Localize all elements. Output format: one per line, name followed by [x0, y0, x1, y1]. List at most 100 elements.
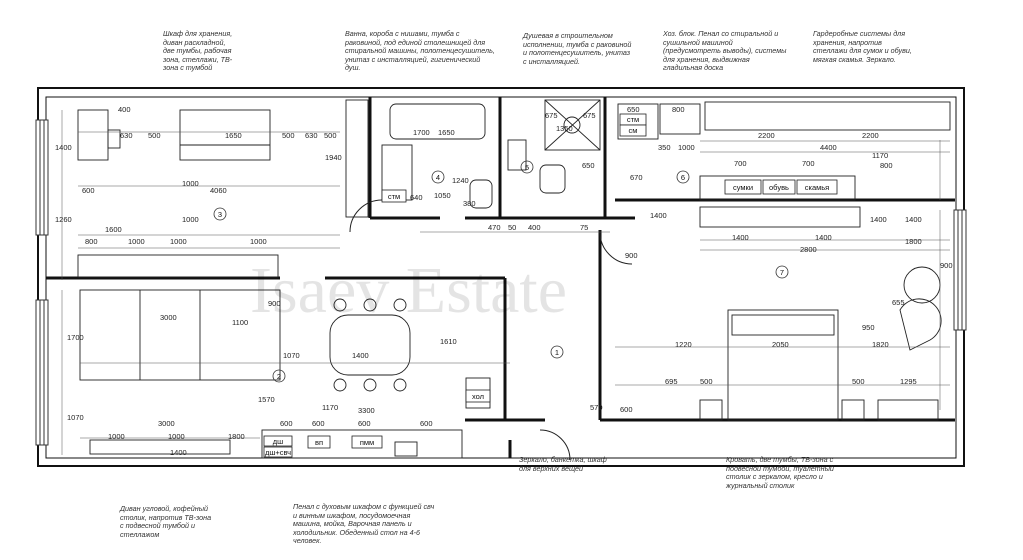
dimension: 695 — [665, 377, 678, 386]
room-number: 1 — [555, 348, 559, 357]
dimension: 800 — [880, 161, 893, 170]
dimension: 1350 — [556, 124, 573, 133]
dimension: 380 — [463, 199, 476, 208]
dimension: 1800 — [228, 432, 245, 441]
fridge-label: хол — [472, 392, 484, 401]
room-numbers: 1 2 3 4 5 6 7 — [213, 160, 789, 383]
dimension: 1610 — [440, 337, 457, 346]
dimension: 1220 — [675, 340, 692, 349]
dimension: 600 — [620, 405, 633, 414]
dimension: 1400 — [732, 233, 749, 242]
dimension: 800 — [672, 105, 685, 114]
dimension: 630 — [120, 131, 133, 140]
washer-label: стм — [627, 115, 639, 124]
room-number: 2 — [277, 372, 281, 381]
room-number: 7 — [780, 268, 784, 277]
dimension: 1650 — [438, 128, 455, 137]
dimension: 50 — [508, 223, 516, 232]
dimension-lines — [61, 110, 950, 455]
dimension: 3000 — [160, 313, 177, 322]
dimension: 800 — [85, 237, 98, 246]
dimension: 600 — [358, 419, 371, 428]
hob-label: вп — [315, 438, 323, 447]
dimension: 950 — [862, 323, 875, 332]
dimension: 675 — [583, 111, 596, 120]
dimension: 1400 — [55, 143, 72, 152]
dimension: 1170 — [322, 403, 338, 412]
dimension: 1400 — [650, 211, 667, 220]
dimension: 350 — [658, 143, 671, 152]
room-number: 3 — [218, 210, 222, 219]
dimension: 1050 — [434, 191, 451, 200]
dimension: 900 — [625, 251, 638, 260]
room-number: 6 — [681, 173, 685, 182]
dimension: 2200 — [862, 131, 879, 140]
dimension: 3300 — [358, 406, 375, 415]
dimension: 600 — [312, 419, 325, 428]
washer-label: стм — [388, 192, 400, 201]
fixture-labels — [263, 113, 838, 458]
note-wardrobe: Гардеробные системы для хранения, напрот… — [813, 29, 912, 64]
note-utility: Хоз. блок. Пенал со стиральной и сушильн… — [663, 29, 787, 73]
dimension: 900 — [940, 261, 953, 270]
dimension: 1600 — [105, 225, 122, 234]
dimension: 500 — [700, 377, 713, 386]
dimension: 4060 — [210, 186, 227, 195]
note-kitchen: Пенал с духовым шкафом с функцией свч и … — [293, 502, 435, 546]
dimension: 500 — [282, 131, 295, 140]
dishwasher-label: пмм — [360, 438, 374, 447]
dimension: 675 — [545, 111, 558, 120]
dimension: 1400 — [815, 233, 832, 242]
dimension: 700 — [734, 159, 747, 168]
windows — [35, 119, 967, 446]
note-living: Диван угловой, кофейный столик, напротив… — [120, 504, 212, 539]
room-number: 4 — [436, 173, 440, 182]
dimension: 75 — [580, 223, 588, 232]
dimension: 1170 — [872, 151, 888, 160]
dimension: 1000 — [108, 432, 125, 441]
dimension: 1820 — [872, 340, 889, 349]
dimension: 400 — [528, 223, 541, 232]
dimension: 4400 — [820, 143, 837, 152]
dimension: 1070 — [67, 413, 84, 422]
dimension: 670 — [630, 173, 643, 182]
dimension: 1260 — [55, 215, 72, 224]
bags-label: сумки — [733, 183, 753, 192]
oven-microwave-label: дш+свч — [265, 448, 291, 457]
dimension: 1070 — [283, 351, 300, 360]
dimension: 2050 — [772, 340, 789, 349]
dimension: 900 — [268, 299, 281, 308]
dimension: 1000 — [250, 237, 267, 246]
watermark: Isaev Estate — [250, 254, 567, 327]
dimension: 640 — [410, 193, 423, 202]
dimension: 1000 — [168, 432, 185, 441]
note-bedroom: Кровать, две тумбы, ТВ-зона с подвесной … — [726, 455, 834, 490]
dimension: 1940 — [325, 153, 342, 162]
dimension: 1000 — [182, 179, 199, 188]
dimension: 1650 — [225, 131, 242, 140]
dimension: 1400 — [170, 448, 187, 457]
dimension: 700 — [802, 159, 815, 168]
note-hall: Зеркало, банкетка, шкаф для верхних веще… — [519, 455, 607, 473]
dimension: 1000 — [128, 237, 145, 246]
dimension: 600 — [280, 419, 293, 428]
oven-label: дш — [273, 437, 283, 446]
dimension: 1240 — [452, 176, 469, 185]
dimension: 650 — [627, 105, 640, 114]
dimension: 1400 — [870, 215, 887, 224]
doors — [349, 199, 633, 461]
dimension: 500 — [324, 131, 337, 140]
dimension: 1400 — [352, 351, 369, 360]
dimension: 1700 — [67, 333, 84, 342]
dimension: 1000 — [182, 215, 199, 224]
dimension: 2800 — [800, 245, 817, 254]
dimension: 500 — [148, 131, 161, 140]
dimension: 570 — [590, 403, 603, 412]
dimension: 600 — [420, 419, 433, 428]
dimension: 1100 — [232, 318, 248, 327]
room-number: 5 — [525, 163, 529, 172]
dimension: 2200 — [758, 131, 775, 140]
dryer-label: см — [629, 126, 638, 135]
shoes-label: обувь — [769, 183, 789, 192]
